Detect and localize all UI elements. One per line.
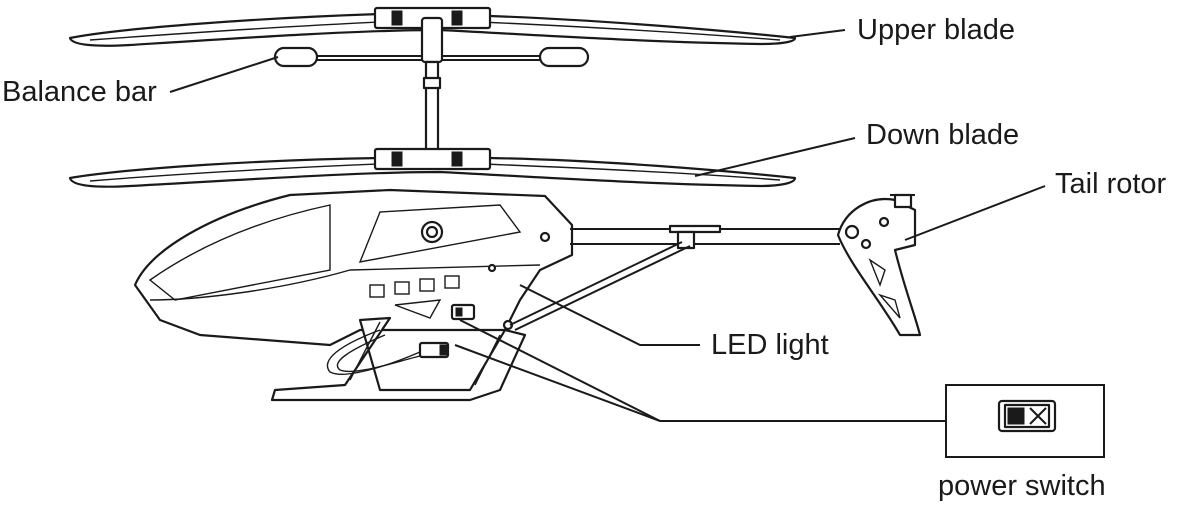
leader-power-switch-b bbox=[454, 344, 661, 422]
tail-fin bbox=[836, 193, 922, 337]
leader-down-blade bbox=[694, 137, 856, 177]
power-switch-callout bbox=[945, 384, 1105, 458]
leader-led-light bbox=[519, 284, 700, 346]
label-tail-rotor: Tail rotor bbox=[1055, 168, 1167, 200]
label-led-light: LED light bbox=[711, 329, 829, 361]
leader-tail-rotor bbox=[904, 185, 1046, 241]
label-power-switch: power switch bbox=[938, 470, 1106, 502]
label-balance-bar: Balance bar bbox=[2, 76, 157, 108]
label-down-blade: Down blade bbox=[866, 119, 1019, 151]
down-blade bbox=[68, 147, 797, 188]
fuselage bbox=[133, 188, 574, 347]
tail-boom bbox=[509, 224, 840, 331]
balance-bar bbox=[273, 16, 590, 68]
helicopter-illustration bbox=[68, 6, 922, 402]
leader-lines bbox=[169, 29, 1046, 422]
main-mast bbox=[422, 60, 442, 164]
landing-gear bbox=[270, 316, 527, 402]
leader-power-switch-a bbox=[459, 319, 661, 422]
label-upper-blade: Upper blade bbox=[857, 14, 1015, 46]
leader-balance-bar bbox=[169, 56, 279, 93]
leader-upper-blade bbox=[789, 29, 846, 38]
